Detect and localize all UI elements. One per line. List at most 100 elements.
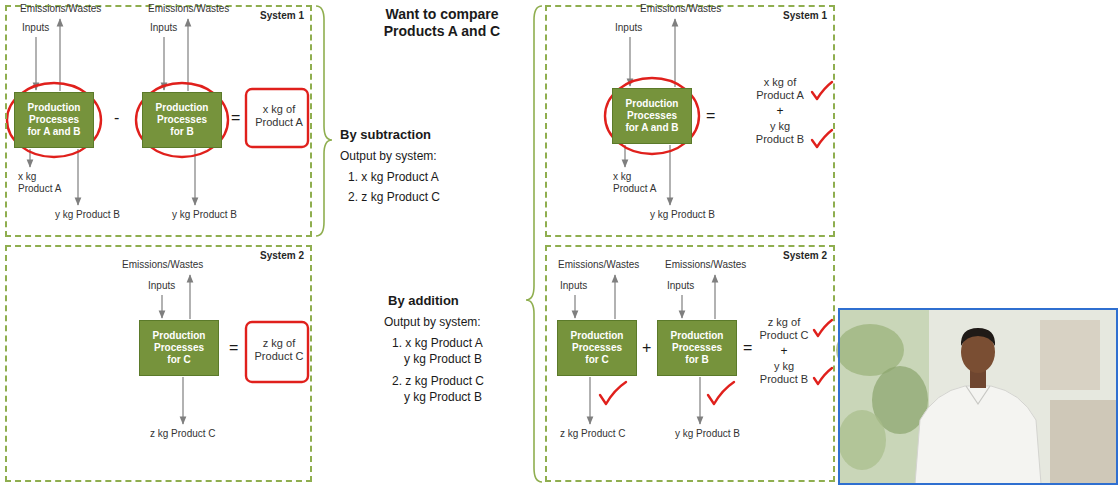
operator-sign: = xyxy=(743,338,752,357)
flow-label: Emissions/Wastes xyxy=(122,259,203,271)
process-box: Production Processes for B xyxy=(657,320,737,376)
red-check xyxy=(812,130,832,147)
input-arrow xyxy=(681,295,682,318)
system-output: y kg Product B xyxy=(752,120,808,146)
system-output: z kg of Product C xyxy=(756,316,812,342)
flow-label: Emissions/Wastes xyxy=(148,3,229,15)
output-label: y kg Product B xyxy=(675,428,740,440)
system-output: y kg Product B xyxy=(756,360,812,386)
operator-sign: = xyxy=(706,106,715,125)
operator-sign: + xyxy=(756,344,812,358)
output-arrow xyxy=(194,149,195,205)
video-inset xyxy=(836,309,1117,484)
output-arrow xyxy=(699,377,700,424)
output-label: x kg Product A xyxy=(613,171,663,195)
red-circle xyxy=(7,83,101,157)
red-check xyxy=(814,320,832,336)
flow-label: Inputs xyxy=(560,280,587,292)
section-heading: By addition xyxy=(388,293,459,309)
output-arrow xyxy=(669,145,670,205)
output-label: z kg Product C xyxy=(150,428,216,440)
inset-frame xyxy=(839,309,1117,484)
input-arrow xyxy=(629,37,630,86)
curly-brace xyxy=(526,6,542,482)
output-list-item: 1. x kg Product A xyxy=(348,170,439,184)
braces xyxy=(316,6,542,482)
emission-arrow xyxy=(614,275,615,319)
red-circle xyxy=(136,83,228,157)
shirt-collar xyxy=(966,386,990,404)
output-list-item: Output by system: xyxy=(384,315,481,329)
output-arrow xyxy=(182,377,183,424)
system-boundary: System 1 Production Processes for A and B xyxy=(545,5,835,237)
flow-label: Inputs xyxy=(22,22,49,34)
flow-label: Emissions/Wastes xyxy=(640,3,721,15)
process-box: Production Processes for C xyxy=(139,320,219,376)
process-box: Production Processes for A and B xyxy=(612,88,692,144)
flow-arrows xyxy=(30,19,715,424)
emission-arrow xyxy=(714,275,715,319)
wall-panel xyxy=(1050,400,1116,484)
operator-sign: - xyxy=(114,108,119,127)
operator-sign: = xyxy=(231,108,240,127)
system-output: x kg of Product A xyxy=(252,103,306,129)
curly-brace xyxy=(316,6,332,236)
system-label: System 2 xyxy=(783,250,827,262)
output-label: x kg Product A xyxy=(18,171,68,195)
wall-panel xyxy=(1040,320,1100,390)
red-circle xyxy=(605,78,699,154)
process-label: Production Processes for C xyxy=(149,330,209,366)
input-arrow xyxy=(163,37,164,90)
output-list-item: 2. z kg Product C xyxy=(392,374,484,388)
emission-arrow xyxy=(189,275,190,319)
flow-label: Inputs xyxy=(667,280,694,292)
red-box xyxy=(246,89,308,147)
operator-sign: = xyxy=(229,338,238,357)
input-arrow xyxy=(574,295,575,318)
output-label: y kg Product B xyxy=(650,209,715,221)
system-label: System 1 xyxy=(783,10,827,22)
output-list-item: 2. z kg Product C xyxy=(348,190,440,204)
red-check xyxy=(812,82,832,99)
section-heading: By subtraction xyxy=(340,127,431,143)
plant xyxy=(838,410,886,470)
output-list-item: y kg Product B xyxy=(404,352,482,366)
red-check xyxy=(600,382,626,404)
operator-sign: + xyxy=(752,104,808,118)
flow-label: Emissions/Wastes xyxy=(558,259,639,271)
operator-sign: + xyxy=(642,338,651,357)
process-box: Production Processes for A and B xyxy=(14,92,94,148)
input-arrow xyxy=(161,295,162,318)
emission-arrow xyxy=(59,19,60,91)
output-list-item: Output by system: xyxy=(340,149,437,163)
red-check xyxy=(814,368,832,384)
system-label: System 2 xyxy=(260,250,304,262)
red-box xyxy=(246,322,308,382)
process-label: Production Processes for A and B xyxy=(622,98,682,134)
output-label: y kg Product B xyxy=(172,209,237,221)
output-arrow xyxy=(589,377,590,424)
process-label: Production Processes for B xyxy=(152,102,212,138)
system-output: x kg of Product A xyxy=(752,76,808,102)
system-label: System 1 xyxy=(260,10,304,22)
system-output: z kg of Product C xyxy=(252,337,306,363)
output-list-item: y kg Product B xyxy=(404,390,482,404)
flow-label: Inputs xyxy=(148,280,175,292)
process-label: Production Processes for C xyxy=(567,330,627,366)
flow-label: Emissions/Wastes xyxy=(665,259,746,271)
input-arrow xyxy=(35,37,36,90)
output-list-item: 1. x kg Product A xyxy=(392,336,483,350)
person-hair xyxy=(961,328,995,346)
slide-title: Want to compare Products A and C xyxy=(372,6,512,40)
emission-arrow xyxy=(674,19,675,87)
person-shirt xyxy=(915,386,1041,484)
flow-label: Inputs xyxy=(615,22,642,34)
output-label: z kg Product C xyxy=(560,428,626,440)
red-check xyxy=(708,382,734,404)
flow-label: Emissions/Wastes xyxy=(20,3,101,15)
emission-arrow xyxy=(187,19,188,91)
output-arrow xyxy=(77,149,78,205)
process-box: Production Processes for B xyxy=(142,92,222,148)
process-label: Production Processes for A and B xyxy=(24,102,84,138)
